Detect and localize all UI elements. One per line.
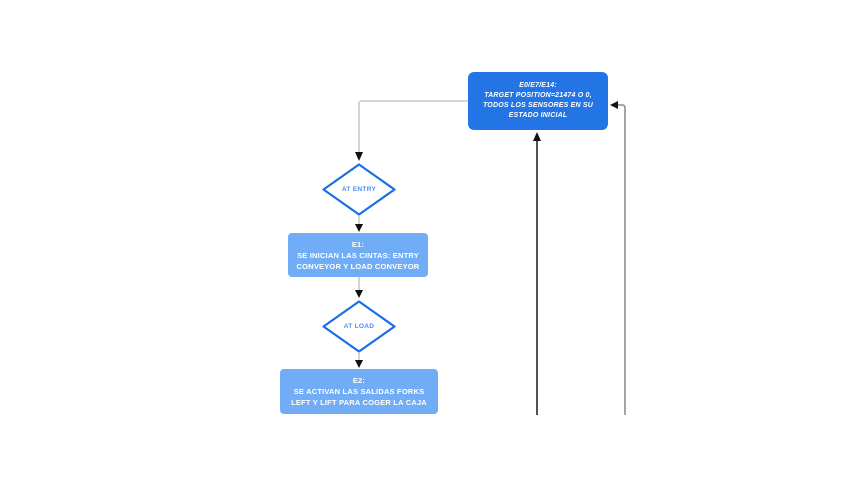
arrowhead-down-icon xyxy=(355,290,363,298)
arrowhead-down-icon xyxy=(355,360,363,368)
node-reset-state[interactable]: E0/E7/E14: TARGET POSITION=21474 O 0, TO… xyxy=(468,72,608,130)
node-e2-label: E2: SE ACTIVAN LAS SALIDAS FORKS LEFT Y … xyxy=(291,376,427,407)
edge-return-gray xyxy=(610,101,626,415)
edge-at-load-to-e2 xyxy=(355,353,363,368)
edge-at-entry-to-e1 xyxy=(355,216,363,232)
node-e2[interactable]: E2: SE ACTIVAN LAS SALIDAS FORKS LEFT Y … xyxy=(280,369,438,414)
node-at-entry-label: AT ENTRY xyxy=(341,186,377,193)
arrowhead-left-icon xyxy=(610,101,618,109)
node-at-load-label: AT LOAD xyxy=(343,323,375,330)
arrowhead-up-icon xyxy=(533,132,541,141)
node-e1[interactable]: E1: SE INICIAN LAS CINTAS: ENTRY CONVEYO… xyxy=(288,233,428,277)
node-reset-state-label: E0/E7/E14: TARGET POSITION=21474 O 0, TO… xyxy=(482,82,594,119)
edge-reset-to-at-entry xyxy=(355,100,468,161)
arrowhead-down-icon xyxy=(355,152,363,161)
node-at-entry[interactable]: AT ENTRY xyxy=(322,163,396,216)
node-e1-label: E1: SE INICIAN LAS CINTAS: ENTRY CONVEYO… xyxy=(296,239,420,271)
edge-return-dark xyxy=(533,132,541,415)
edge-e1-to-at-load xyxy=(355,277,363,298)
diamond-shape xyxy=(322,163,396,216)
diamond-shape xyxy=(322,300,396,353)
arrowhead-down-icon xyxy=(355,224,363,232)
node-at-load[interactable]: AT LOAD xyxy=(322,300,396,353)
